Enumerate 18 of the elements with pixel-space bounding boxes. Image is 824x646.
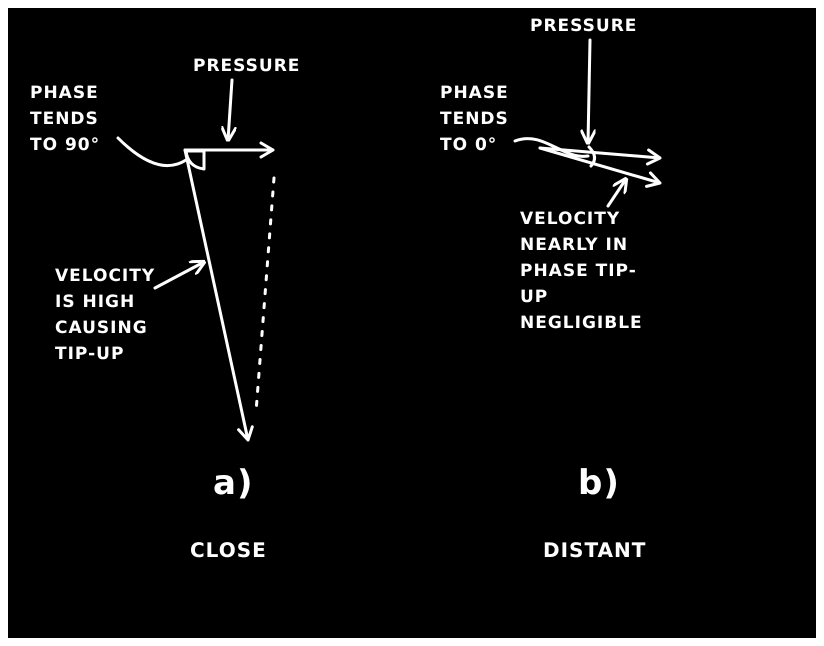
panel-caption: CLOSE (190, 538, 267, 562)
leader-line (154, 260, 207, 290)
annotation-text: PRESSURE (530, 13, 640, 39)
panel-caption: DISTANT (543, 538, 646, 562)
panel-label: a) (213, 463, 254, 503)
annotation-text: PRESSURE (193, 53, 303, 79)
annotation-text: PHASE TENDS TO 0° (440, 80, 515, 158)
panel-label: b) (578, 463, 620, 503)
leader-line (220, 78, 238, 143)
annotation-text: VELOCITY NEARLY IN PHASE TIP-UP NEGLIGIBLE (520, 206, 650, 336)
annotation-text: VELOCITY IS HIGH CAUSING TIP-UP (55, 263, 155, 367)
leader-line (606, 176, 628, 208)
leader-line (514, 137, 590, 158)
leader-line (579, 38, 598, 146)
annotation-text: PHASE TENDS TO 90° (30, 80, 120, 158)
right-angle-mark (186, 151, 204, 169)
vector-arrow (185, 140, 277, 160)
leader-line (116, 136, 188, 168)
